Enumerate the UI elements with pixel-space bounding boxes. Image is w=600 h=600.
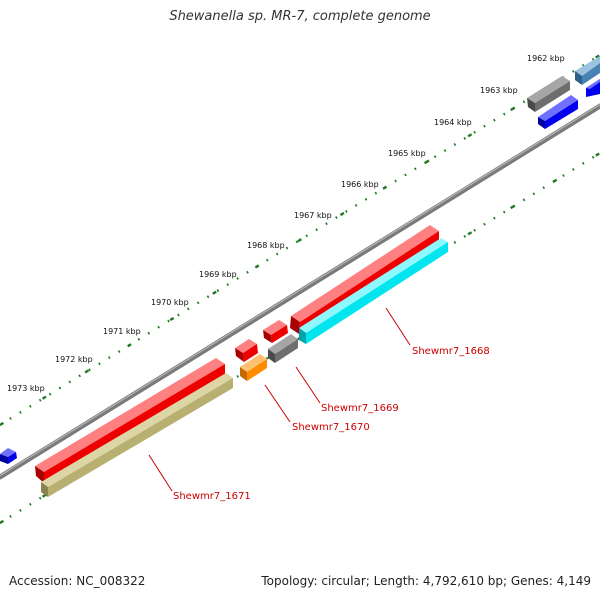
kbp-label-1962: 1962 kbp [527,54,565,63]
gene-label-1668[interactable]: Shewmr7_1668 [412,346,490,357]
leader-1668 [385,307,411,346]
genome-backbone [0,103,600,480]
gene-labels: Shewmr7_1668 Shewmr7_1669 Shewmr7_1670 S… [173,346,490,502]
gene-steelblue-top[interactable] [575,56,600,85]
gene-red-small-a[interactable] [263,320,288,343]
kbp-label-1965: 1965 kbp [388,149,426,158]
kbp-label-1967: 1967 kbp [294,211,332,220]
gene-blue-top-edge[interactable] [586,79,600,97]
kbp-label-1966: 1966 kbp [341,180,379,189]
kbp-label-1969: 1969 kbp [199,270,237,279]
kbp-label-1964: 1964 kbp [434,118,472,127]
leader-1669 [295,366,321,404]
outer-tick-track [0,53,600,427]
gene-label-1670[interactable]: Shewmr7_1670 [292,422,370,433]
topology-text: Topology: circular; Length: 4,792,610 bp… [261,574,591,588]
kbp-labels: 1962 kbp 1963 kbp 1964 kbp 1965 kbp 1966… [7,54,565,393]
gene-1671[interactable] [41,373,233,497]
leader-1670 [264,384,291,423]
gene-red-1668-strand[interactable] [290,225,439,334]
gene-1669[interactable] [268,334,298,363]
kbp-label-1970: 1970 kbp [151,298,189,307]
leader-1671 [148,454,173,492]
gene-gray-top[interactable] [527,76,570,112]
outer-minor-ticks [0,53,600,427]
gene-red-long-left[interactable] [35,358,225,483]
kbp-label-1963: 1963 kbp [480,86,518,95]
kbp-label-1971: 1971 kbp [103,327,141,336]
gene-1668[interactable] [299,238,448,344]
gene-label-1669[interactable]: Shewmr7_1669 [321,403,399,414]
gene-blue-left-edge[interactable] [0,448,17,464]
outer-major-ticks [0,53,600,427]
accession-text: Accession: NC_008322 [9,574,146,588]
kbp-label-1973: 1973 kbp [7,384,45,393]
gene-label-1671[interactable]: Shewmr7_1671 [173,491,251,502]
gene-blue-top[interactable] [538,95,578,129]
map-title: Shewanella sp. MR-7, complete genome [169,9,431,24]
gene-red-small-b[interactable] [235,339,258,362]
kbp-label-1968: 1968 kbp [247,241,285,250]
gene-1670[interactable] [240,354,267,381]
label-leaders [148,307,411,492]
genes [0,56,600,497]
kbp-label-1972: 1972 kbp [55,355,93,364]
genome-backbone-highlight [0,104,600,477]
